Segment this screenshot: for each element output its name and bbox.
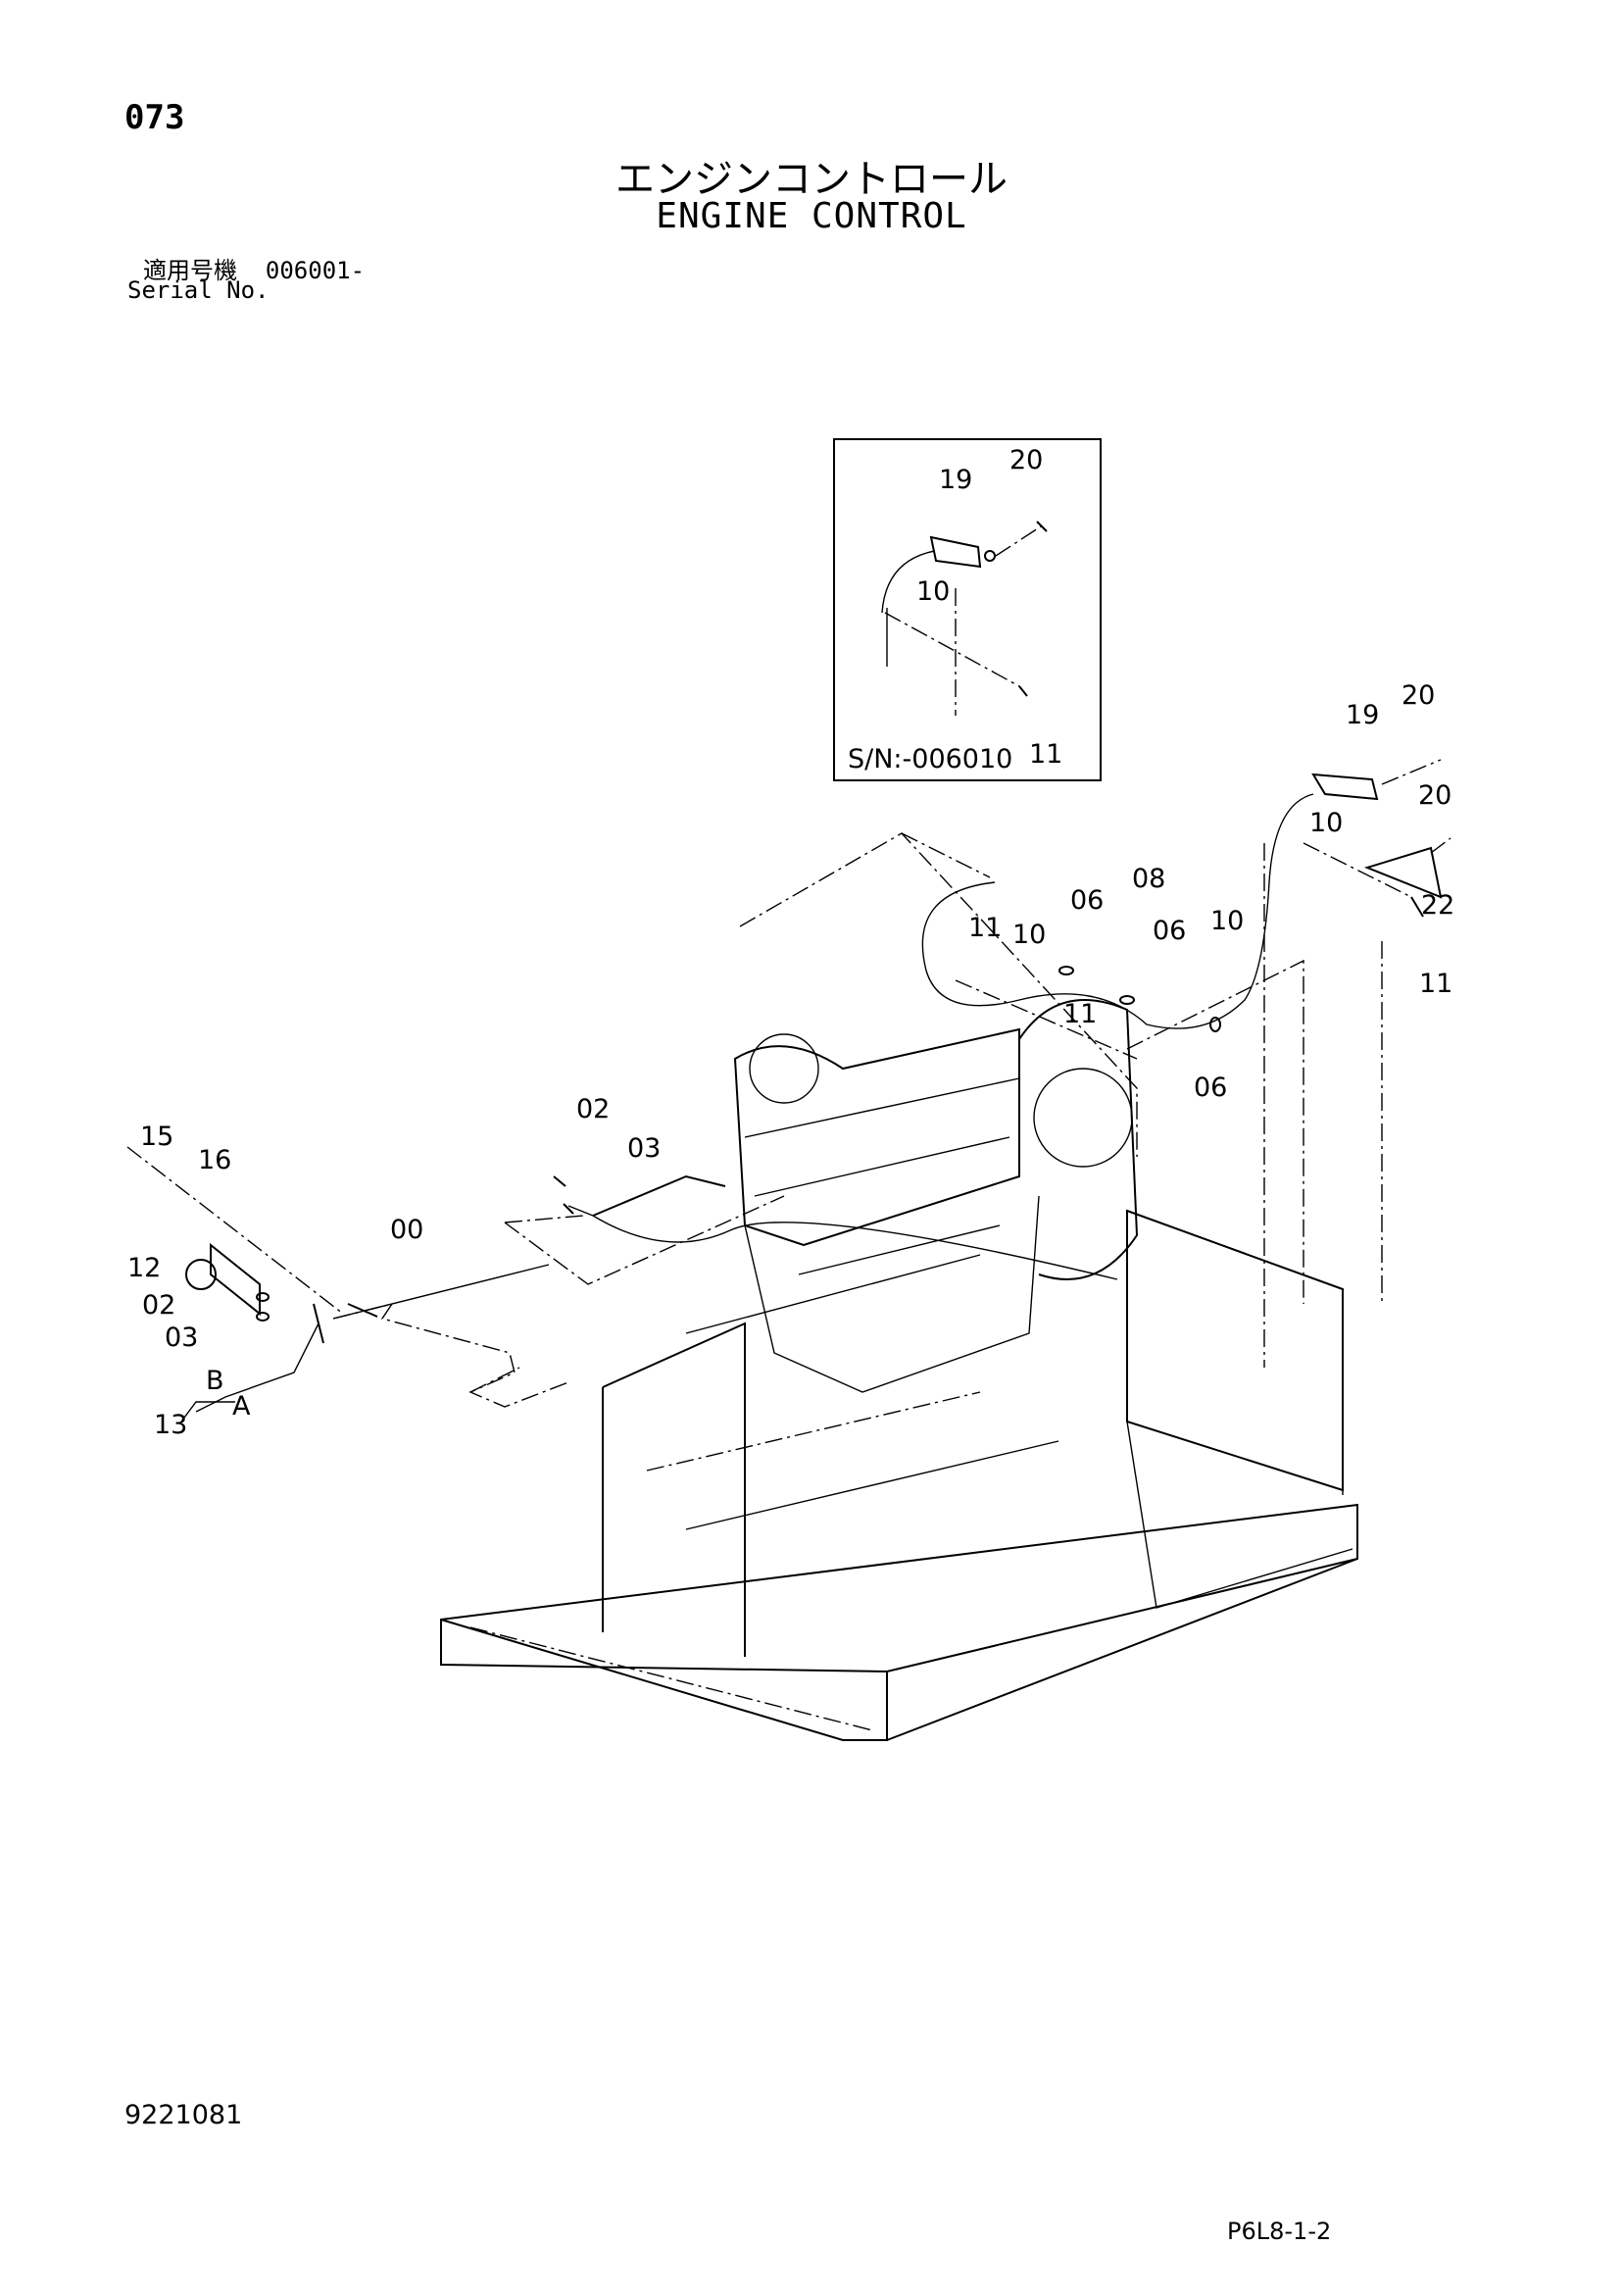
label-20-second: 20	[1418, 780, 1451, 811]
page-code: P6L8-1-2	[1227, 2218, 1332, 2245]
label-A: A	[232, 1391, 251, 1422]
label-08: 08	[1132, 864, 1165, 894]
upper-cable-assembly: 19 20 20 10 22 11 08 06 06 10 11 10 11 0…	[739, 680, 1454, 1368]
label-12: 12	[127, 1253, 161, 1283]
engine-and-frame	[440, 999, 1358, 1741]
document-number: 9221081	[124, 2100, 243, 2130]
label-22: 22	[1421, 890, 1454, 921]
inset-label-19: 19	[939, 465, 972, 495]
label-06-second: 06	[1153, 916, 1186, 946]
label-19: 19	[1346, 700, 1379, 730]
label-11-center: 11	[1063, 999, 1097, 1029]
label-02-lower: 02	[142, 1290, 175, 1321]
inset-label-10: 10	[916, 576, 950, 607]
label-B: B	[206, 1366, 224, 1396]
label-11-left: 11	[968, 913, 1002, 943]
label-02-upper: 02	[576, 1094, 610, 1124]
serial-label-jp: 適用号機	[143, 257, 237, 284]
label-16: 16	[198, 1145, 231, 1175]
label-00: 00	[390, 1215, 423, 1245]
inset-label-20: 20	[1009, 445, 1043, 475]
inset-detail: 19 20 10 11 S/N:-006010	[833, 438, 1102, 781]
serial-label-en: Serial No.	[127, 276, 270, 304]
inset-caption: S/N:-006010	[848, 744, 1012, 774]
label-20-top: 20	[1402, 680, 1435, 711]
label-06-third: 06	[1194, 1073, 1227, 1103]
title-japanese: エンジンコントロール	[615, 157, 1008, 202]
title-english: ENGINE CONTROL	[656, 196, 967, 236]
label-03-upper: 03	[627, 1133, 661, 1164]
label-10-right: 10	[1210, 906, 1244, 936]
label-11-right: 11	[1419, 969, 1452, 999]
label-15: 15	[140, 1122, 173, 1152]
label-13: 13	[154, 1410, 187, 1440]
serial-range-jp: 適用号機 006001-	[143, 251, 365, 285]
label-03-lower: 03	[165, 1323, 198, 1353]
inset-label-11: 11	[1029, 739, 1062, 770]
label-06-first: 06	[1070, 885, 1104, 916]
serial-value: 006001-	[265, 257, 366, 284]
page-number: 073	[124, 98, 185, 137]
label-10-left: 10	[1012, 920, 1046, 950]
lower-cable-assembly: 02 03 15 16 00 12 02 03 B A 13	[126, 1094, 1118, 1440]
label-10-upper: 10	[1309, 808, 1343, 838]
